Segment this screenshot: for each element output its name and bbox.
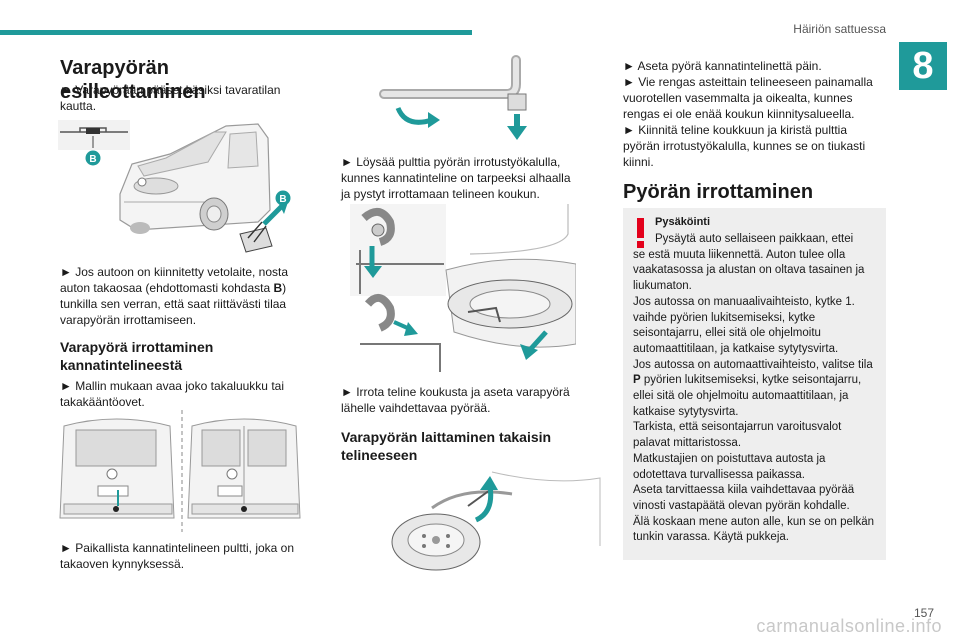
page-number: 157 bbox=[913, 606, 934, 620]
col3-title: Pyörän irrottaminen bbox=[623, 181, 814, 203]
chapter-number: 8 bbox=[899, 42, 947, 90]
hook-release-illustration bbox=[350, 204, 576, 372]
watermark: carmanualsonline.info bbox=[756, 616, 942, 636]
warning-body: Pysäytä auto sellaiseen paikkaan, ettei … bbox=[633, 233, 875, 544]
col3-p2: ► Vie rengas asteittain telineeseen pain… bbox=[623, 75, 873, 121]
car-jack-illustration: B B bbox=[58, 120, 291, 253]
label-b-inset: B bbox=[89, 154, 96, 165]
col1-title-block: Varapyörän esilleottaminen bbox=[60, 56, 310, 104]
label-b-car: B bbox=[279, 194, 286, 205]
col1-p3: ► Mallin mukaan avaa joko takaluukku tai… bbox=[60, 379, 284, 409]
header-accent-bar bbox=[0, 30, 472, 35]
col2-h2: Varapyörän laittaminen takaisin telinees… bbox=[341, 429, 552, 463]
col3-p1: ► Aseta pyörä kannatintelinettä päin. bbox=[623, 59, 822, 73]
wrench-tool-illustration bbox=[379, 55, 527, 140]
col3-p3: ► Kiinnitä teline koukkuun ja kiristä pu… bbox=[623, 123, 866, 169]
spare-wheel-illustration bbox=[391, 471, 601, 571]
rear-doors-illustration bbox=[59, 410, 301, 532]
col1-p1: ► Varapyörään pääset käsiksi tavaratilan… bbox=[60, 83, 281, 113]
warning-title: Pysäköinti bbox=[655, 216, 711, 228]
col2-p1: ► Löysää pulttia pyörän irrotustyökalull… bbox=[341, 155, 571, 201]
col2-p2: ► Irrota teline koukusta ja aseta varapy… bbox=[341, 385, 570, 415]
section-title: Häiriön sattuessa bbox=[793, 22, 886, 36]
warning-panel: Pysäköinti Pysäytä auto sellaiseen paikk… bbox=[623, 208, 886, 560]
col1-p2: ► Jos autoon on kiinnitetty vetolaite, n… bbox=[60, 265, 289, 327]
col1-title: Varapyörän esilleottaminen bbox=[60, 57, 206, 103]
col1-p4: ► Paikallista kannatintelineen pultti, j… bbox=[60, 541, 295, 571]
col1-h2: Varapyörä irrottaminen kannatintelineest… bbox=[60, 339, 214, 373]
warning-icon bbox=[637, 218, 644, 248]
